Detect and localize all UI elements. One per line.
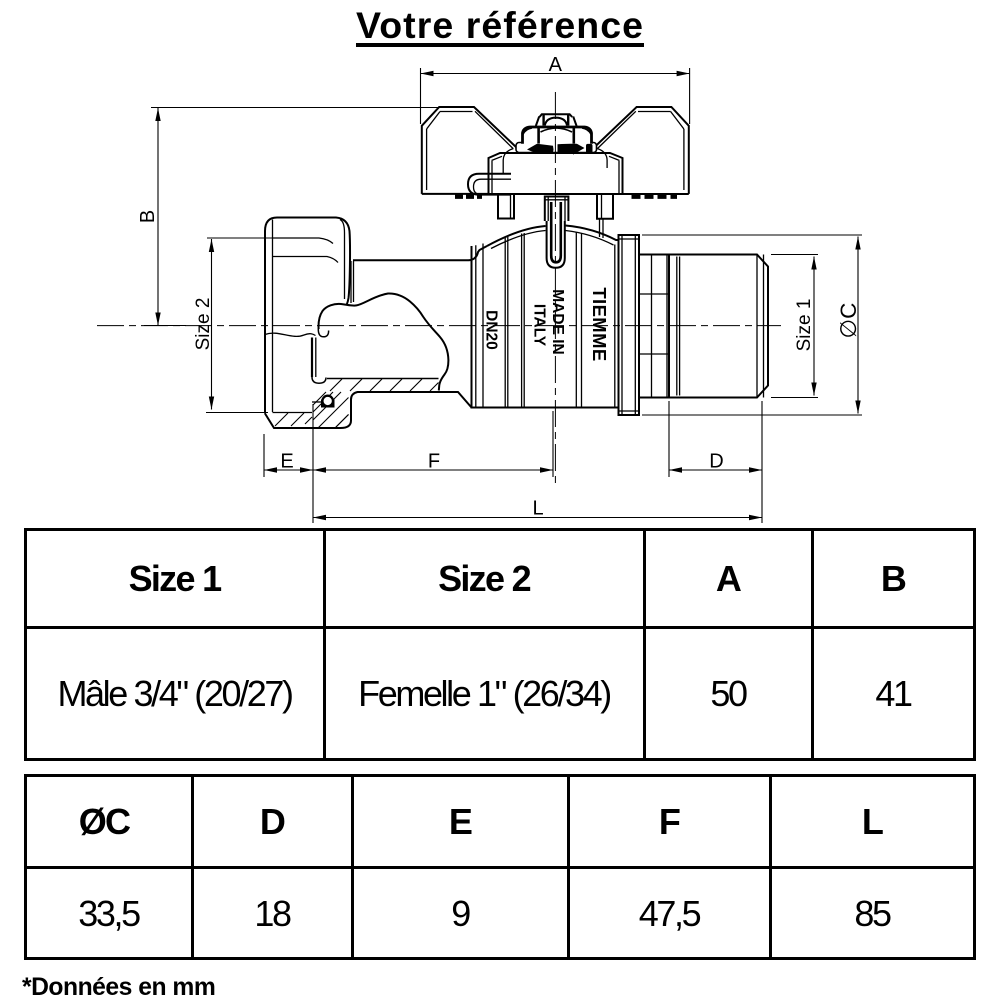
svg-text:L: L [532,498,543,520]
svg-text:∅C: ∅C [836,303,861,339]
svg-text:B: B [137,210,159,223]
svg-text:D: D [709,451,723,473]
svg-text:Size 1: Size 1 [794,299,815,352]
svg-text:E: E [280,451,293,473]
svg-text:A: A [549,54,563,76]
svg-text:TIEMME: TIEMME [589,287,610,361]
svg-text:Size 2: Size 2 [193,298,214,351]
svg-text:MADE IN: MADE IN [549,289,566,354]
svg-text:DN20: DN20 [483,310,500,350]
svg-text:F: F [428,451,440,473]
